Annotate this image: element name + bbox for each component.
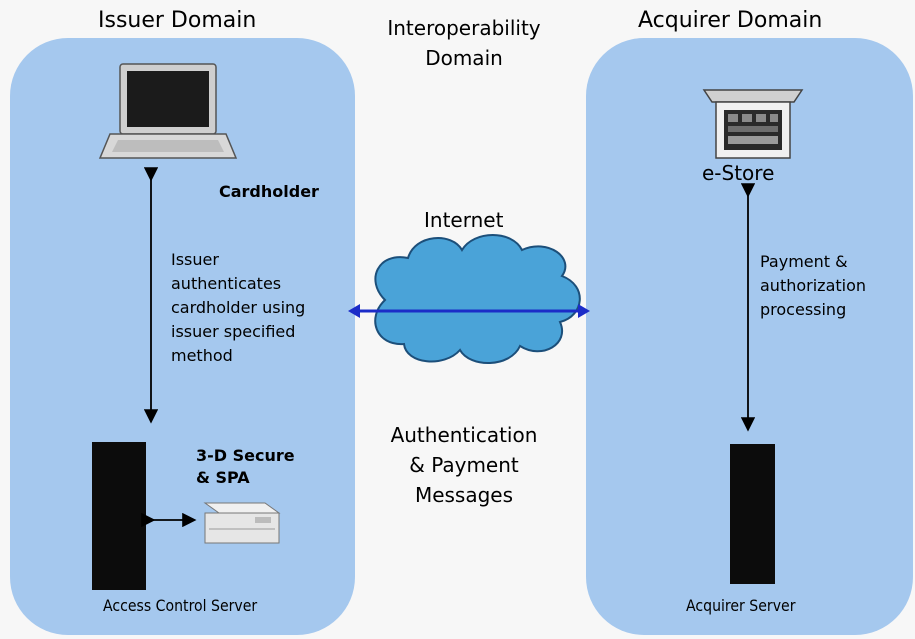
acquirer-server-label: Acquirer Server	[686, 596, 796, 615]
messages-label: Authentication & Payment Messages	[390, 423, 538, 507]
cardholder-label: Cardholder	[219, 182, 319, 201]
acquirer-domain-title: Acquirer Domain	[638, 8, 823, 33]
internet-left-arrowhead	[348, 304, 360, 318]
access-control-server-icon	[92, 442, 146, 590]
internet-cloud-icon	[374, 234, 581, 364]
spa-device-icon	[203, 502, 281, 544]
issuer-domain-title: Issuer Domain	[98, 8, 257, 33]
issuer-auth-note: Issuer authenticates cardholder using is…	[171, 250, 306, 365]
spa-label: 3-D Secure & SPA	[196, 446, 295, 487]
acquirer-server-icon	[730, 444, 775, 584]
e-store-label: e-Store	[702, 161, 775, 185]
access-control-server-label: Access Control Server	[103, 596, 258, 615]
payment-note: Payment & authorization processing	[760, 252, 867, 319]
e-store-icon	[702, 89, 804, 159]
laptop-icon	[98, 63, 238, 159]
interoperability-domain-title: Interoperability Domain	[387, 16, 541, 70]
internet-label: Internet	[424, 208, 504, 232]
internet-right-arrowhead	[578, 304, 590, 318]
